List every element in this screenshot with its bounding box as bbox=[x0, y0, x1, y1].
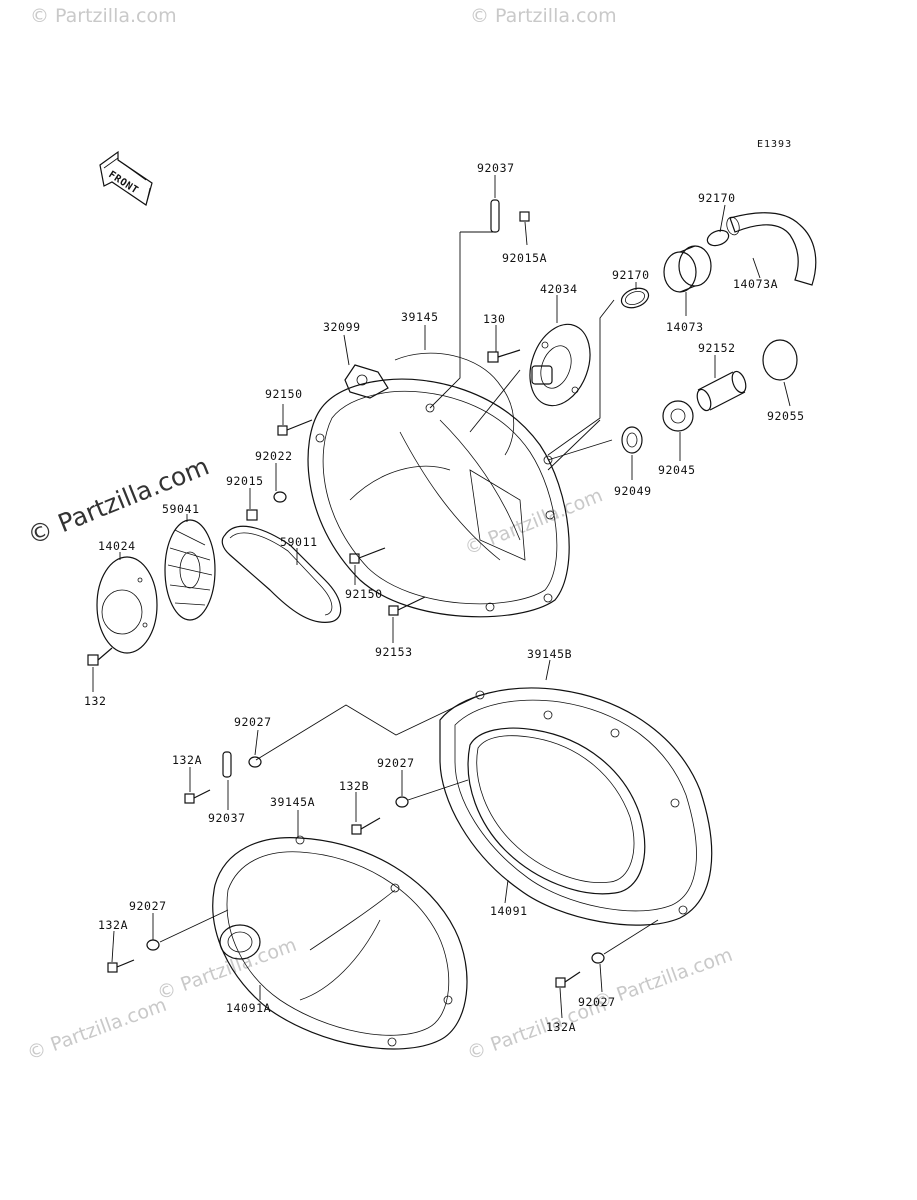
label-92027-a: 92027 bbox=[234, 715, 272, 729]
collar-92027a-drawing bbox=[248, 756, 262, 768]
label-14091: 14091 bbox=[490, 904, 528, 918]
part-labels: 92037 92015A 92170 14073A 92170 42034 13… bbox=[84, 161, 805, 1034]
front-arrow-icon: FRONT bbox=[99, 150, 153, 206]
inner-cover-drawing bbox=[307, 352, 570, 618]
elbow-14073a-drawing bbox=[726, 212, 817, 286]
bolt-92150-upper-drawing bbox=[277, 419, 313, 436]
label-92049: 92049 bbox=[614, 484, 652, 498]
diagram-code: E1393 bbox=[757, 139, 792, 150]
oring-92055-drawing bbox=[762, 339, 798, 381]
label-132a-left: 132A bbox=[98, 918, 128, 932]
bolt-92150-lower-drawing bbox=[349, 547, 386, 564]
label-59011: 59011 bbox=[280, 535, 318, 549]
label-132b: 132B bbox=[339, 779, 369, 793]
label-132a-right: 132A bbox=[546, 1020, 576, 1034]
collar-92027d-drawing bbox=[591, 952, 605, 964]
gasket-14091-drawing bbox=[467, 727, 646, 895]
watermark-top-right: © Partzilla.com bbox=[470, 5, 617, 27]
clamp-92170-top-drawing bbox=[706, 229, 730, 247]
bolt-92153-drawing bbox=[388, 596, 426, 616]
label-92045: 92045 bbox=[658, 463, 696, 477]
cap-14024-drawing bbox=[96, 556, 158, 654]
outer-cover-39145b-drawing bbox=[439, 687, 713, 926]
pin-92037-lower-drawing bbox=[222, 751, 232, 778]
collar-92027b-drawing bbox=[395, 796, 409, 808]
label-92150-lower: 92150 bbox=[345, 587, 383, 601]
boot-14073-drawing bbox=[663, 245, 712, 293]
label-92170-top: 92170 bbox=[698, 191, 736, 205]
label-42034: 42034 bbox=[540, 282, 578, 296]
label-92015a: 92015A bbox=[502, 251, 547, 265]
nut-92015-drawing bbox=[246, 509, 258, 521]
label-132: 132 bbox=[84, 694, 107, 708]
bolt-132-drawing bbox=[87, 647, 113, 666]
belt-59011-drawing bbox=[221, 525, 342, 623]
label-132a-upper: 132A bbox=[172, 753, 202, 767]
bracket-32099-drawing bbox=[344, 364, 389, 399]
nut-92015a-drawing bbox=[519, 211, 530, 222]
pin-92037-drawing bbox=[490, 199, 500, 233]
label-14091a: 14091A bbox=[226, 1001, 271, 1015]
label-14024: 14024 bbox=[98, 539, 136, 553]
label-92152: 92152 bbox=[698, 341, 736, 355]
label-92027-b: 92027 bbox=[377, 756, 415, 770]
watermark-bottom-left-b: © Partzilla.com bbox=[154, 934, 299, 1005]
label-39145a: 39145A bbox=[270, 795, 315, 809]
sleeve-92152-drawing bbox=[696, 370, 747, 412]
bolt-132a-upper-drawing bbox=[184, 789, 211, 804]
label-59041: 59041 bbox=[162, 502, 200, 516]
label-92153: 92153 bbox=[375, 645, 413, 659]
flange-42034-drawing bbox=[529, 323, 591, 407]
washer-92022-drawing bbox=[273, 491, 287, 503]
leader-lines bbox=[92, 175, 791, 1019]
label-14073a: 14073A bbox=[733, 277, 778, 291]
label-92015: 92015 bbox=[226, 474, 264, 488]
watermark-top-left: © Partzilla.com bbox=[30, 5, 177, 27]
label-92055: 92055 bbox=[767, 409, 805, 423]
collar-92027c-drawing bbox=[146, 939, 160, 951]
watermark-center-faint: © Partzilla.com bbox=[462, 484, 606, 559]
clamp-92170-drawing bbox=[620, 287, 650, 309]
outer-cover-39145a-drawing bbox=[212, 835, 468, 1050]
bolt-130-drawing bbox=[487, 349, 521, 363]
bolt-132a-right-drawing bbox=[555, 971, 581, 988]
label-92027-d: 92027 bbox=[578, 995, 616, 1009]
label-92022: 92022 bbox=[255, 449, 293, 463]
bolt-132b-drawing bbox=[351, 817, 381, 835]
seal-92049-drawing bbox=[621, 426, 643, 454]
bearing-92045-drawing bbox=[662, 400, 694, 432]
label-39145: 39145 bbox=[401, 310, 439, 324]
label-130: 130 bbox=[483, 312, 506, 326]
impeller-59041-drawing bbox=[164, 519, 216, 621]
label-39145b: 39145B bbox=[527, 647, 572, 661]
label-92170-mid: 92170 bbox=[612, 268, 650, 282]
watermark-center-rotated: © Partzilla.com bbox=[23, 451, 213, 550]
label-14073: 14073 bbox=[666, 320, 704, 334]
bolt-132a-left-drawing bbox=[107, 959, 135, 973]
label-92037-lower: 92037 bbox=[208, 811, 246, 825]
label-32099: 32099 bbox=[323, 320, 361, 334]
label-92037-top: 92037 bbox=[477, 161, 515, 175]
watermark-bottom-left-a: © Partzilla.com bbox=[24, 994, 169, 1065]
label-92027-c: 92027 bbox=[129, 899, 167, 913]
label-92150-upper: 92150 bbox=[265, 387, 303, 401]
